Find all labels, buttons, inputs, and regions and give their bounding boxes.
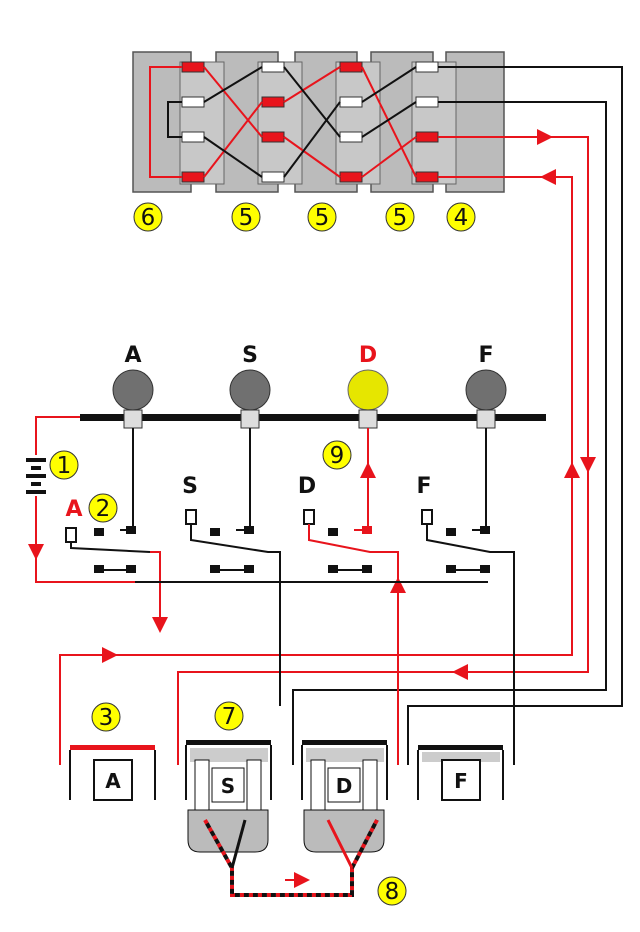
switch-row: A S D F — [36, 428, 515, 765]
lamp-label-d: D — [359, 343, 377, 368]
rotor-assembly — [132, 51, 505, 193]
svg-text:1: 1 — [57, 453, 72, 479]
key-label-s: S — [221, 774, 235, 798]
lamp-s — [229, 369, 271, 429]
marker-5a: 5 — [231, 202, 261, 232]
switch-label-d: D — [298, 474, 316, 499]
rotor-wiring — [149, 66, 504, 178]
marker-4: 4 — [446, 202, 476, 232]
rotor-contacts — [181, 61, 439, 183]
number-markers: 1 2 3 4 5 5 5 6 — [49, 202, 476, 906]
svg-text:8: 8 — [385, 879, 400, 905]
marker-6: 6 — [133, 202, 163, 232]
lamp-a — [112, 369, 154, 429]
key-s: S — [185, 740, 272, 853]
svg-text:5: 5 — [393, 205, 408, 231]
marker-5b: 5 — [307, 202, 337, 232]
svg-text:2: 2 — [96, 496, 111, 522]
lamp-label-a: A — [124, 343, 141, 368]
lamp-label-f: F — [478, 343, 493, 368]
svg-text:5: 5 — [315, 205, 330, 231]
lamp-row: A S D F — [112, 343, 507, 429]
svg-text:3: 3 — [99, 705, 114, 731]
switch-label-a: A — [65, 497, 82, 522]
key-label-f: F — [454, 769, 468, 793]
marker-1: 1 — [49, 450, 79, 480]
marker-7: 7 — [214, 701, 244, 731]
plug-cable — [203, 819, 379, 897]
switch-label-f: F — [416, 474, 431, 499]
marker-3: 3 — [91, 702, 121, 732]
lamp-f — [465, 369, 507, 429]
marker-2: 2 — [88, 493, 118, 523]
marker-5c: 5 — [385, 202, 415, 232]
marker-9: 9 — [322, 440, 352, 470]
wires-to-keyboard — [59, 66, 623, 765]
svg-text:5: 5 — [239, 205, 254, 231]
switch-label-s: S — [182, 474, 198, 499]
svg-text:7: 7 — [222, 704, 237, 730]
key-f: F — [417, 745, 504, 801]
key-label-a: A — [105, 769, 121, 793]
key-label-d: D — [336, 774, 353, 798]
key-d: D — [301, 740, 388, 853]
key-row: A S D F — [69, 740, 504, 853]
lamp-label-s: S — [242, 343, 258, 368]
lamp-bus-bar — [80, 414, 546, 421]
svg-text:6: 6 — [141, 205, 156, 231]
key-a: A — [69, 745, 156, 801]
marker-8: 8 — [377, 876, 407, 906]
svg-text:4: 4 — [454, 205, 469, 231]
svg-text:9: 9 — [330, 443, 345, 469]
